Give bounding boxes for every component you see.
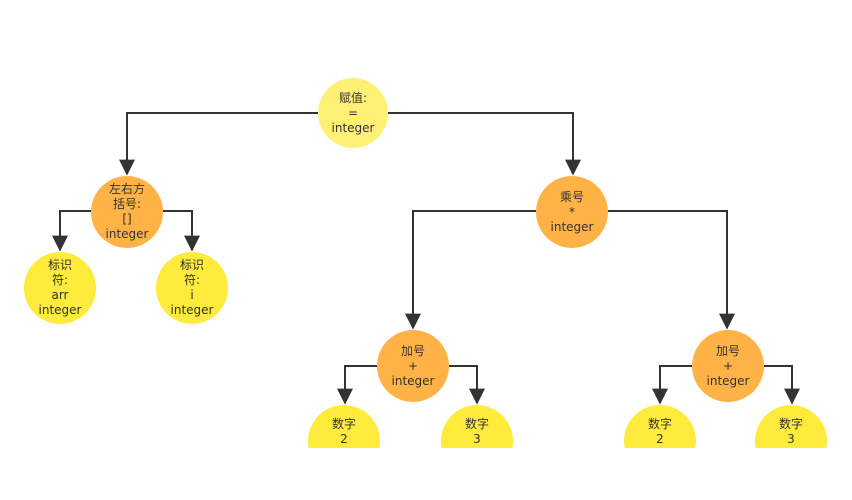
node-line: 标识 xyxy=(47,258,72,272)
node-line: 数字 xyxy=(464,417,489,431)
node-line: integer xyxy=(170,303,214,317)
node-line: i xyxy=(190,288,194,302)
node-brackets: 左右方 括号: [] integer xyxy=(91,176,163,248)
node-line: integer xyxy=(38,303,82,317)
node-line: + xyxy=(722,358,734,373)
node-line: 标识 xyxy=(179,258,204,272)
node-line: 符: xyxy=(183,273,201,287)
edge-addr-r2 xyxy=(652,365,692,405)
edge-bracket-i xyxy=(163,210,200,252)
node-line: arr xyxy=(51,288,69,302)
node-line: + xyxy=(407,358,419,373)
node-line: 数字 xyxy=(778,417,803,431)
node-identifier-arr: 标识 符: arr integer xyxy=(24,252,96,324)
node-line: 加号 xyxy=(715,343,740,358)
node-line: integer xyxy=(331,120,375,135)
edge-addl-l3 xyxy=(449,365,485,405)
node-line: 2 xyxy=(656,432,664,446)
edge-addl-l2 xyxy=(337,365,377,405)
node-line: 左右方 xyxy=(108,182,145,196)
node-line: 括号: xyxy=(112,197,142,211)
node-line: 3 xyxy=(787,432,795,446)
node-line: integer xyxy=(105,227,149,241)
canvas-clip xyxy=(0,448,852,500)
node-identifier-i: 标识 符: i integer xyxy=(156,252,228,324)
node-line: 加号 xyxy=(400,343,425,358)
node-multiply: 乘号 * integer xyxy=(536,176,608,248)
node-line: * xyxy=(569,204,575,219)
node-line: [] xyxy=(122,212,132,226)
node-add-left: 加号 + integer xyxy=(377,330,449,402)
node-line: 3 xyxy=(473,432,481,446)
edge-root-mult xyxy=(388,112,581,176)
node-line: 乘号 xyxy=(559,189,584,204)
node-line: = xyxy=(347,105,359,120)
edge-mult-addl xyxy=(405,210,536,330)
node-line: 数字 xyxy=(647,417,672,431)
edge-root-bracket xyxy=(119,112,318,176)
node-line: 2 xyxy=(340,432,348,446)
node-add-right: 加号 + integer xyxy=(692,330,764,402)
edge-bracket-arr xyxy=(52,210,91,252)
node-line: 数字 xyxy=(331,417,356,431)
edge-mult-addr xyxy=(608,210,735,330)
node-line: integer xyxy=(550,219,594,234)
edge-addr-r3 xyxy=(764,365,800,405)
node-line: 符: xyxy=(51,273,69,287)
node-assignment: 赋值: = integer xyxy=(318,78,388,148)
node-line: 赋值: xyxy=(338,90,368,105)
node-line: integer xyxy=(706,373,750,388)
node-line: integer xyxy=(391,373,435,388)
